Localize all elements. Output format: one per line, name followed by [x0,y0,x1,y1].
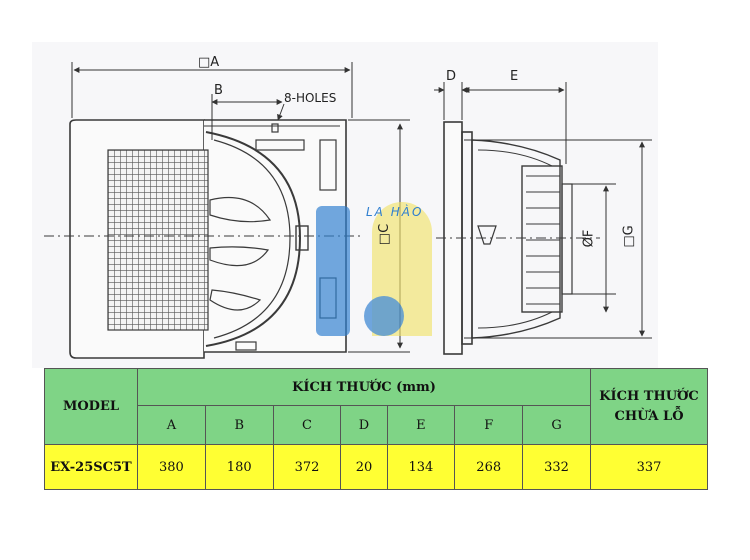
letter-g: G [522,405,591,445]
dim-label-f: ØF [581,229,597,248]
header-hole-line1: KÍCH THƯỚC [599,389,699,404]
value-e: 134 [386,444,456,490]
header-hole-size: KÍCH THƯỚC CHỪA LỖ [590,368,708,445]
front-view [44,119,364,359]
dim-label-holes: 8-HOLES [284,91,337,105]
letter-f: F [454,405,524,445]
drawing-svg [44,62,652,359]
side-dimensions [434,82,652,339]
letter-b: B [204,405,274,445]
header-dimensions: KÍCH THƯỚC (mm) [137,368,591,406]
header-hole-line2: CHỪA LỖ [614,408,684,424]
side-view [436,121,600,355]
dim-label-d: D [446,69,457,84]
value-b: 180 [204,444,274,490]
watermark-logo [316,202,432,336]
dim-label-e: E [510,69,519,84]
value-hole-size: 337 [590,444,708,490]
front-grille [107,149,209,331]
value-a: 380 [137,444,206,490]
value-d: 20 [340,444,388,490]
watermark-text: LA HÀO [366,205,424,219]
dim-label-c: □C [377,223,393,246]
dim-label-g: □G [621,225,637,248]
header-model: MODEL [44,368,138,445]
value-f: 268 [454,444,524,490]
letter-d: D [340,405,388,445]
letter-e: E [386,405,456,445]
row-model: EX-25SC5T [44,444,138,490]
value-g: 332 [522,444,591,490]
value-c: 372 [272,444,342,490]
dim-label-b: B [214,83,223,98]
letter-a: A [137,405,206,445]
letter-c: C [272,405,342,445]
spec-table: MODEL KÍCH THƯỚC (mm) KÍCH THƯỚC CHỪA LỖ… [44,368,708,490]
technical-drawing: □A B 8-HOLES □C D E ØF □G LA HÀO [44,55,652,359]
dim-label-a: □A [198,55,220,70]
